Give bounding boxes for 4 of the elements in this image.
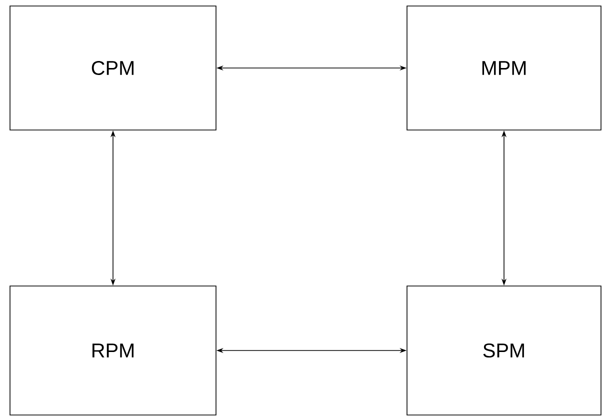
process-box: MPM [406, 6, 602, 130]
process-box: CPM [10, 6, 216, 130]
process-box: RPM [10, 286, 216, 416]
process-box: SPM [406, 286, 602, 416]
